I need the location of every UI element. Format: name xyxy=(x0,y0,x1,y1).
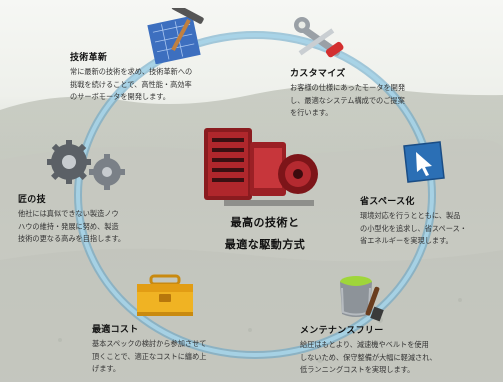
feature-description: お客様の仕様にあったモータを開発 し、最適なシステム構成でのご提案 を行います。 xyxy=(290,82,480,120)
feature-description: 他社には真似できない製造ノウ ハウの維持・発展に努め、製造 技術の更なる高みを目… xyxy=(18,208,188,246)
servo-motor-products-image xyxy=(204,128,318,206)
feature-description-line: 挑戦を続けることで、高性能・高効率 xyxy=(70,79,192,89)
feature-description: 環境対応を行うとともに、製品 の小型化を追求し、省スペース・ 省エネルギーを実現… xyxy=(360,210,500,248)
feature-description-line: 環境対応を行うとともに、製品 xyxy=(360,211,461,220)
feature-customize: カスタマイズ お客様の仕様にあったモータを開発 し、最適なシステム構成でのご提案… xyxy=(290,66,480,120)
feature-title: カスタマイズ xyxy=(290,69,346,79)
feature-description-line: 省エネルギーを実現します。 xyxy=(360,236,453,245)
wrench-screwdriver-icon xyxy=(294,17,344,58)
feature-description-line: し、最適なシステム構成でのご提案 xyxy=(290,95,405,105)
feature-title: 最適コスト xyxy=(92,325,139,335)
feature-description-line: を行います。 xyxy=(290,108,333,117)
feature-title: 匠の技 xyxy=(18,195,46,205)
blueprint-tools-icon xyxy=(147,8,204,64)
feature-description-line: のサーボモータを開発します。 xyxy=(70,92,170,101)
feature-title: メンテナンスフリー xyxy=(300,326,384,336)
feature-description-line: ハウの維持・発展に努め、製造 xyxy=(18,221,119,231)
feature-description-line: 給圧はもとより、減速機やベルトを使用 xyxy=(300,340,429,349)
feature-description: 給圧はもとより、減速機やベルトを使用 しないため、保守整備が大幅に軽減され、 低… xyxy=(300,339,500,377)
feature-optimal-cost: 最適コスト 基本スペックの検討から参加させて 頂くことで、適正なコストに纏め上 … xyxy=(92,322,272,376)
feature-description-line: しないため、保守整備が大幅に軽減され、 xyxy=(300,352,437,362)
feature-description-line: げます。 xyxy=(92,364,121,373)
center-heading-line2: 最適な駆動方式 xyxy=(224,238,306,251)
toolbox-icon xyxy=(137,274,193,316)
feature-description-line: 頂くことで、適正なコストに纏め上 xyxy=(92,351,207,361)
feature-title: 省スペース化 xyxy=(360,197,415,207)
feature-description-line: 他社には真似できない製造ノウ xyxy=(18,209,119,218)
gears-icon xyxy=(47,140,125,190)
feature-description-line: 基本スペックの検討から参加させて xyxy=(92,339,207,348)
paint-bucket-icon xyxy=(340,276,384,322)
feature-description-line: の小型化を追求し、省スペース・ xyxy=(360,223,467,233)
center-heading-line1: 最高の技術と xyxy=(230,216,300,229)
feature-maintenance-free: メンテナンスフリー 給圧はもとより、減速機やベルトを使用 しないため、保守整備が… xyxy=(300,323,500,377)
feature-description-line: 常に最新の技術を求め、技術革新への xyxy=(70,67,193,76)
feature-space-saving: 省スペース化 環境対応を行うとともに、製品 の小型化を追求し、省スペース・ 省エ… xyxy=(360,194,500,248)
feature-description-line: 技術の更なる高みを目指します。 xyxy=(18,234,126,243)
feature-description: 常に最新の技術を求め、技術革新への 挑戦を続けることで、高性能・高効率 のサーボ… xyxy=(70,66,260,104)
center-heading: 最高の技術と 最適な駆動方式 xyxy=(205,212,325,256)
feature-title: 技術革新 xyxy=(70,53,108,63)
feature-description-line: 低ランニングコストを実現します。 xyxy=(300,365,415,374)
feature-description: 基本スペックの検討から参加させて 頂くことで、適正なコストに纏め上 げます。 xyxy=(92,338,272,376)
cursor-arrow-icon xyxy=(403,141,445,183)
feature-description-line: お客様の仕様にあったモータを開発 xyxy=(290,83,406,92)
feature-innovation: 技術革新 常に最新の技術を求め、技術革新への 挑戦を続けることで、高性能・高効率… xyxy=(70,50,260,104)
feature-craftsmanship: 匠の技 他社には真似できない製造ノウ ハウの維持・発展に努め、製造 技術の更なる… xyxy=(18,192,188,246)
